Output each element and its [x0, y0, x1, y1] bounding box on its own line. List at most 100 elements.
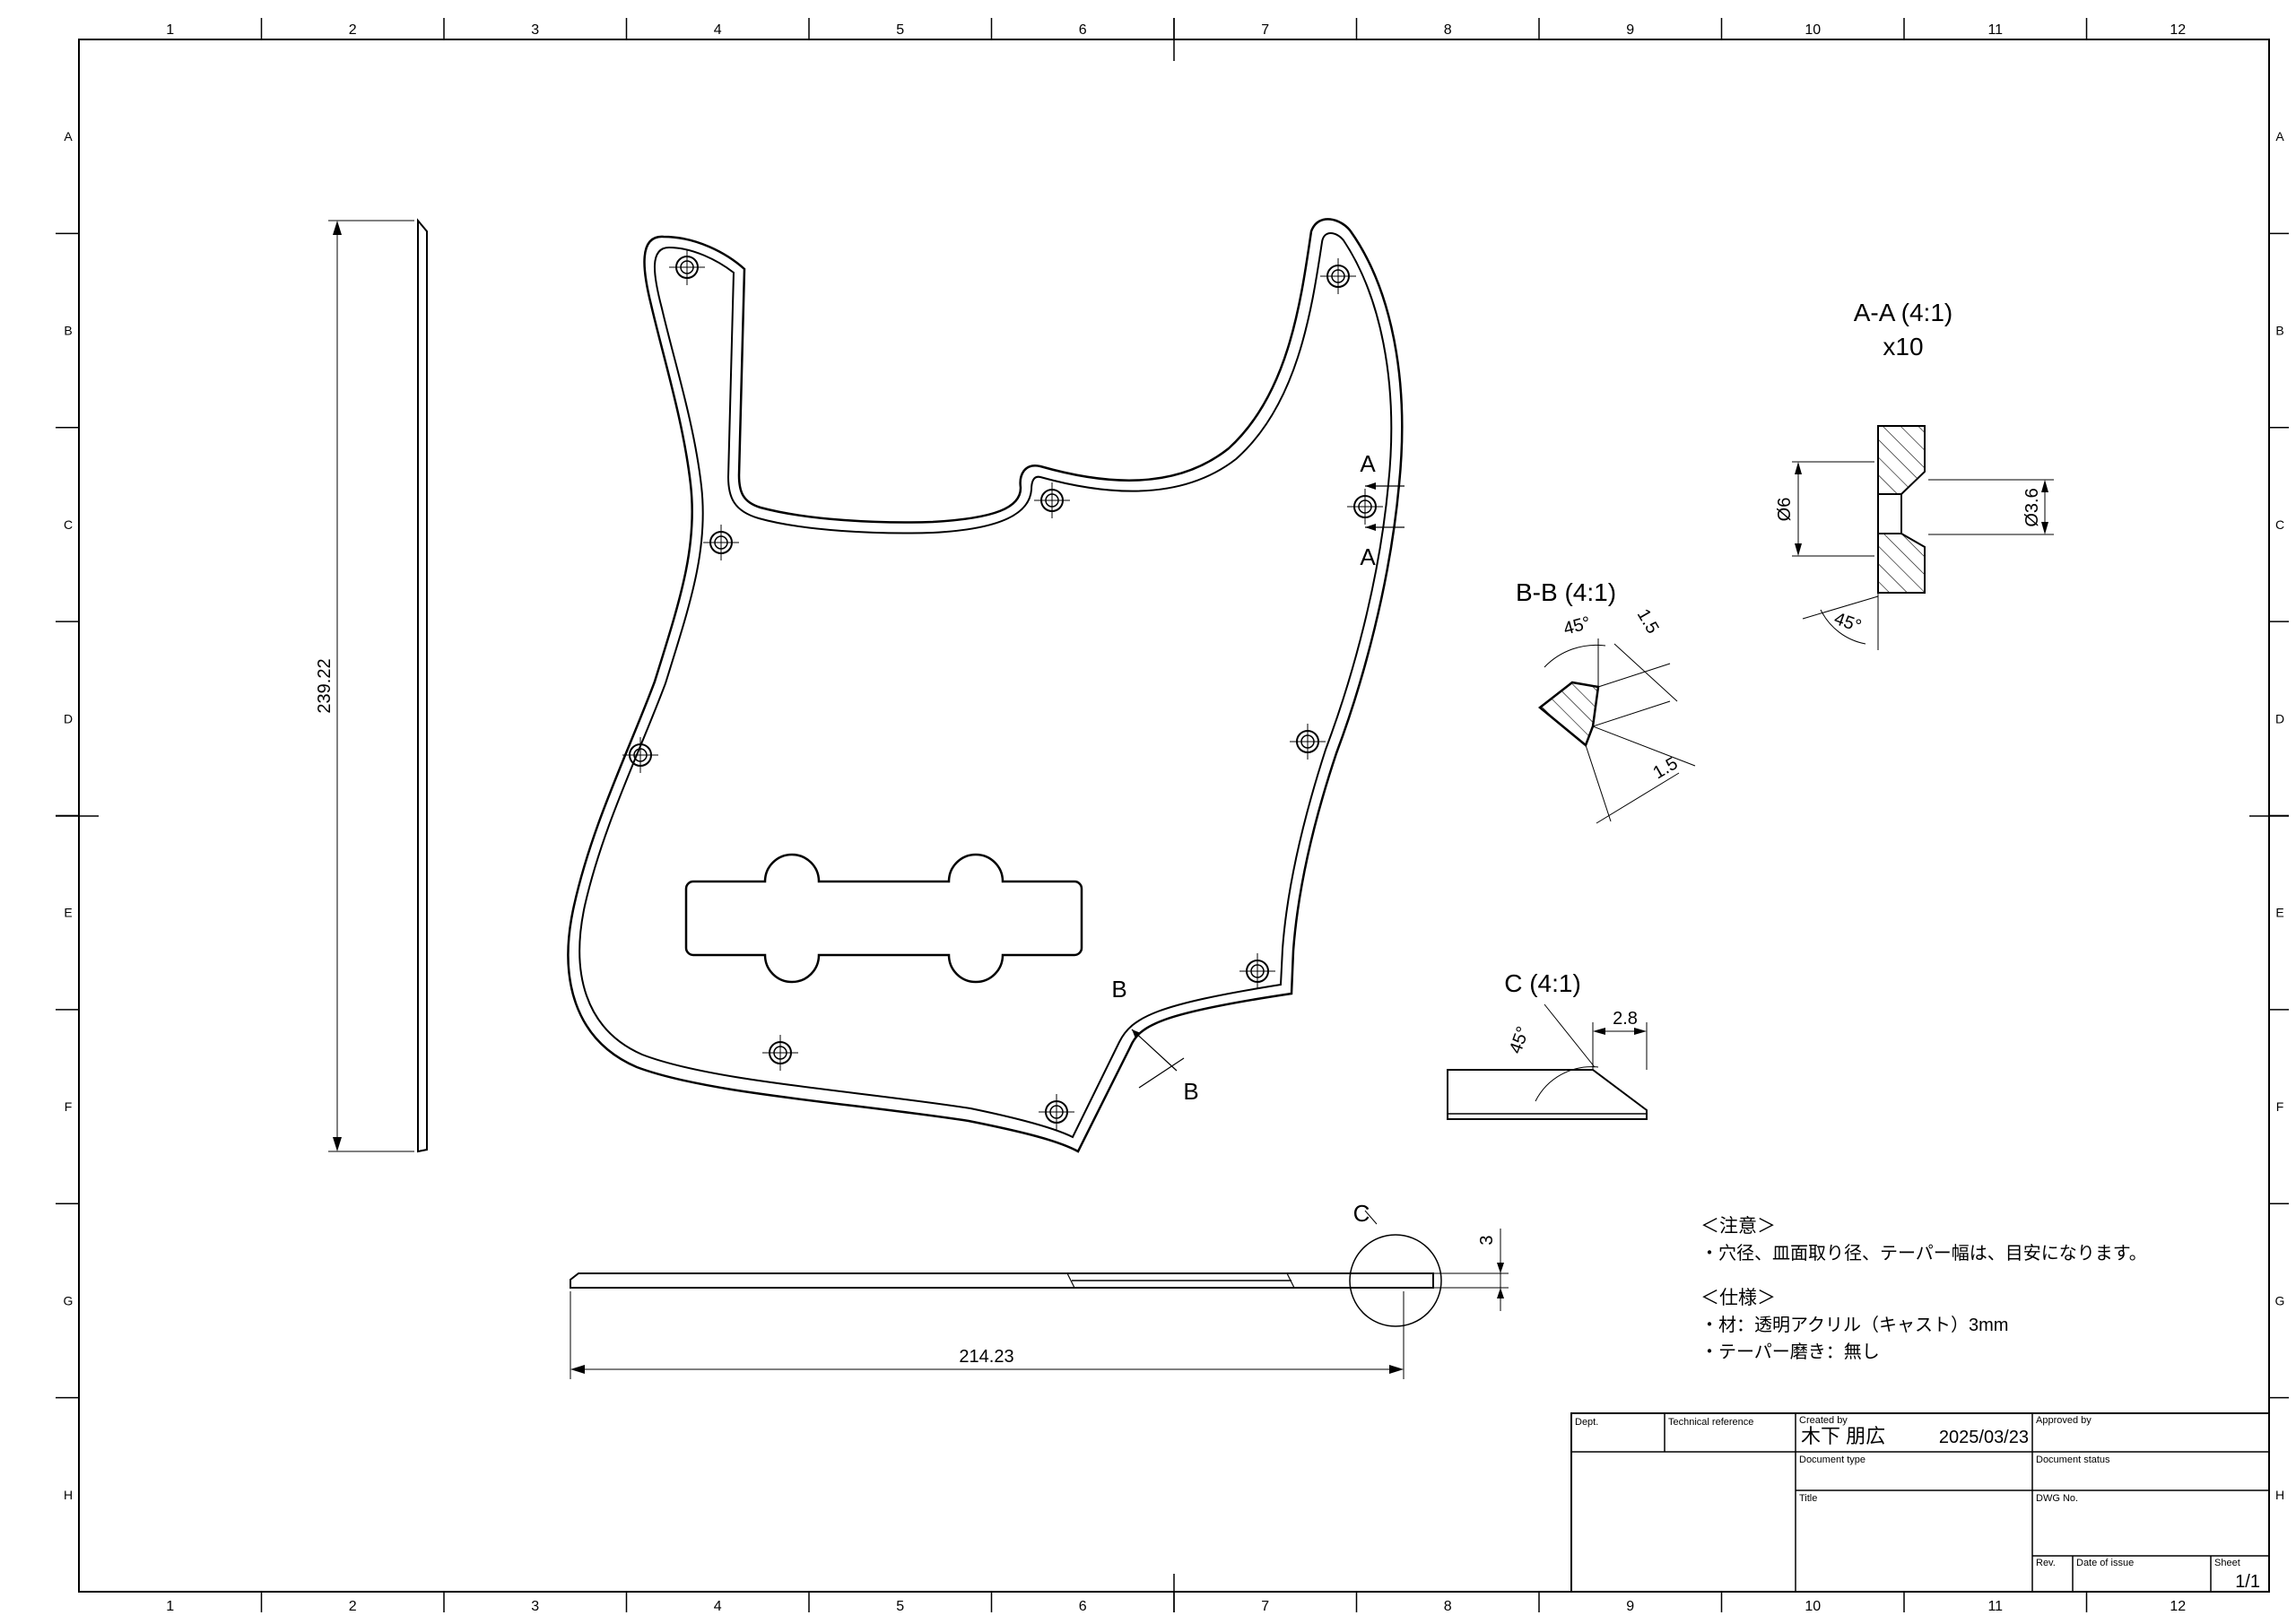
sheet-label: Sheet — [2214, 1558, 2240, 1568]
column-label: 3 — [531, 1599, 539, 1614]
dept-label: Dept. — [1575, 1417, 1598, 1428]
column-label: 2 — [349, 22, 357, 38]
section-aa-count: x10 — [1883, 333, 1923, 360]
screw-hole — [1347, 489, 1383, 525]
column-label: 9 — [1626, 1599, 1634, 1614]
section-bb-title: B-B (4:1) — [1516, 578, 1616, 606]
width-dimension-label: 214.23 — [959, 1347, 1013, 1367]
doc-status-label: Document status — [2036, 1455, 2110, 1465]
row-label: G — [64, 1293, 74, 1307]
detail-c-title: C (4:1) — [1504, 969, 1581, 997]
section-aa-outer-diameter: Ø6 — [1775, 498, 1795, 522]
column-label: 2 — [349, 1599, 357, 1614]
row-label: H — [2275, 1488, 2284, 1502]
row-label: F — [65, 1099, 73, 1114]
row-label: C — [64, 517, 73, 532]
date-of-issue-label: Date of issue — [2076, 1558, 2134, 1568]
doc-type-label: Document type — [1799, 1455, 1866, 1465]
section-bb-dim-bottom: 1.5 — [1649, 753, 1681, 783]
column-ticks — [260, 18, 2088, 1612]
screw-hole — [1239, 953, 1275, 989]
caution-heading: ＜注意＞ — [1700, 1216, 1776, 1237]
section-a-bottom-label: A — [1360, 543, 1376, 570]
pickguard-outline — [567, 218, 1404, 1153]
row-labels-right: A B C D E F G H — [2275, 129, 2285, 1502]
column-label: 6 — [1079, 22, 1087, 38]
pickup-cavity — [684, 853, 1083, 984]
column-label: 12 — [2170, 1599, 2186, 1614]
side-view: 239.22 — [315, 218, 428, 1153]
column-label: 4 — [714, 1599, 722, 1614]
row-label: G — [2275, 1293, 2285, 1307]
row-label: D — [2275, 711, 2284, 725]
row-label: H — [64, 1488, 73, 1502]
section-bb-dim-top: 1.5 — [1633, 605, 1663, 637]
row-label: C — [2275, 517, 2284, 532]
screw-hole — [1034, 482, 1070, 518]
column-label: 11 — [1987, 22, 2003, 38]
section-bb-view: B-B (4:1) 45° 1.5 1.5 — [1516, 578, 1696, 824]
column-label: 12 — [2170, 22, 2186, 38]
screw-hole — [1290, 724, 1326, 760]
title-label: Title — [1799, 1493, 1817, 1504]
height-dimension-label: 239.22 — [315, 658, 335, 713]
spec-material: ・材：透明アクリル（キャスト）3mm — [1700, 1315, 2008, 1335]
screw-hole — [622, 737, 658, 773]
column-label: 6 — [1079, 1599, 1087, 1614]
row-label: E — [64, 906, 72, 920]
column-label: 1 — [166, 22, 174, 38]
column-label: 9 — [1626, 22, 1634, 38]
section-aa-title: A-A (4:1) — [1854, 299, 1952, 326]
detail-c-angle: 45° — [1506, 1024, 1534, 1056]
section-b-top-label: B — [1111, 976, 1126, 1003]
detail-c-view: C (4:1) 2.8 45° — [1447, 969, 1648, 1120]
detail-c-dim: 2.8 — [1613, 1009, 1638, 1029]
notes: ＜注意＞ ・穴径、皿面取り径、テーパー幅は、目安になります。 ＜仕様＞ ・材：透… — [1700, 1216, 2147, 1362]
column-label: 5 — [896, 1599, 904, 1614]
created-date: 2025/03/23 — [1939, 1428, 2029, 1447]
section-b-markers: B B — [1111, 976, 1198, 1105]
screw-hole — [1039, 1094, 1074, 1130]
column-label: 5 — [896, 22, 904, 38]
spec-polish: ・テーパー磨き：無し — [1700, 1342, 1880, 1362]
section-a-markers: A A — [1360, 450, 1405, 570]
screw-hole — [1320, 258, 1356, 294]
column-label: 10 — [1805, 22, 1821, 38]
detail-c-marker: C — [1353, 1200, 1370, 1227]
row-label: F — [2276, 1099, 2284, 1114]
row-label: E — [2275, 906, 2283, 920]
section-b-bottom-label: B — [1183, 1078, 1198, 1105]
row-label: A — [64, 129, 73, 143]
row-labels-left: A B C D E F G H — [64, 129, 74, 1502]
created-by-label: Created by — [1799, 1415, 1848, 1426]
screw-hole — [669, 249, 705, 285]
row-label: D — [64, 711, 73, 725]
column-label: 11 — [1987, 1599, 2003, 1614]
sheet-number: 1/1 — [2235, 1572, 2260, 1592]
spec-heading: ＜仕様＞ — [1700, 1288, 1776, 1308]
created-by-name: 木下 朋広 — [1801, 1425, 1885, 1447]
pickguard-outer-edge — [567, 218, 1404, 1153]
column-label: 1 — [166, 1599, 174, 1614]
thickness-dimension-label: 3 — [1477, 1235, 1497, 1245]
section-aa-angle: 45° — [1831, 609, 1864, 637]
column-label: 10 — [1805, 1599, 1821, 1614]
section-aa-inner-diameter: Ø3.6 — [2022, 488, 2042, 526]
column-label: 4 — [714, 22, 722, 38]
row-label: B — [2275, 324, 2283, 338]
pickguard-bevel-edge — [578, 232, 1393, 1139]
row-label: A — [2275, 129, 2284, 143]
rev-label: Rev. — [2036, 1558, 2056, 1568]
screw-hole — [762, 1035, 798, 1071]
caution-text: ・穴径、皿面取り径、テーパー幅は、目安になります。 — [1700, 1243, 2147, 1264]
drawing-frame — [56, 18, 2289, 1612]
screw-hole — [703, 525, 739, 560]
screw-holes — [622, 249, 1383, 1130]
dwg-no-label: DWG No. — [2036, 1493, 2078, 1504]
row-label: B — [64, 324, 72, 338]
approved-by-label: Approved by — [2036, 1415, 2092, 1426]
section-aa-view: A-A (4:1) x10 Ø6 Ø3.6 45° — [1775, 299, 2054, 650]
